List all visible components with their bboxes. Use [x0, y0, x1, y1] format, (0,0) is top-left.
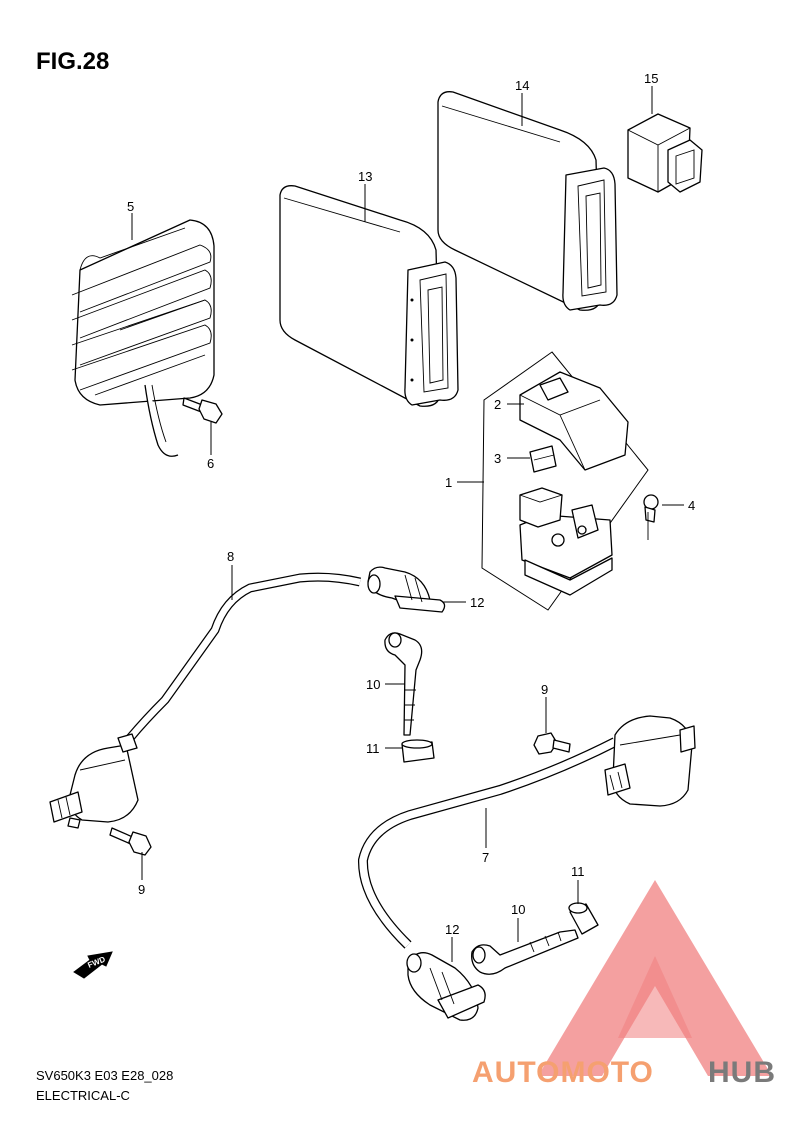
callout-5: 5 [127, 199, 134, 214]
spring-part-10-bottom [471, 929, 579, 975]
figure-title: FIG.28 [36, 48, 110, 75]
starter-relay-body [519, 487, 613, 596]
bolt-part-9-left [109, 827, 152, 856]
leader-lines [131, 86, 684, 962]
callout-10-bottom: 10 [511, 902, 525, 917]
spring-part-10-top [384, 632, 423, 736]
callout-1: 1 [445, 475, 452, 490]
ignition-coil-right [357, 715, 696, 949]
plug-cap-top [367, 566, 446, 613]
screw-part-4 [643, 494, 659, 540]
control-module [437, 91, 618, 311]
callout-4: 4 [688, 498, 695, 513]
callout-14: 14 [515, 78, 529, 93]
seal-part-11-top [401, 739, 435, 763]
starter-relay-cover [519, 371, 629, 471]
fuse-part-3 [529, 445, 557, 473]
relay-part-15 [627, 113, 703, 193]
callout-7: 7 [482, 850, 489, 865]
callout-12-bottom: 12 [445, 922, 459, 937]
callout-12-top: 12 [470, 595, 484, 610]
ecm-unit [279, 185, 459, 407]
fwd-direction-arrow: FWD [73, 951, 113, 979]
watermark-inner-triangle-icon [618, 956, 692, 1038]
footer-section-name: ELECTRICAL-C [36, 1088, 130, 1103]
callout-15: 15 [644, 71, 658, 86]
ignition-coil-left [49, 572, 362, 829]
callout-numbers: 5 6 13 14 15 2 3 1 4 8 12 10 11 9 7 9 10… [127, 71, 695, 937]
bolt-part-9-right [533, 732, 571, 755]
part-group-frame [481, 351, 649, 611]
seal-part-11-bottom [568, 902, 599, 935]
callout-11-bottom: 11 [571, 864, 585, 879]
bolt-part-6 [182, 397, 223, 424]
callout-8: 8 [227, 549, 234, 564]
footer-diagram-code: SV650K3 E03 E28_028 [36, 1068, 174, 1083]
callout-9-right: 9 [541, 682, 548, 697]
regulator-rectifier [71, 219, 215, 457]
watermark-text-hub: HUB [708, 1056, 776, 1089]
watermark-text-automoto: AUTOMOTO [472, 1056, 654, 1089]
callout-10-top: 10 [366, 677, 380, 692]
callout-13: 13 [358, 169, 372, 184]
callout-2: 2 [494, 397, 501, 412]
callout-6: 6 [207, 456, 214, 471]
plug-cap-bottom [406, 952, 486, 1021]
callout-9-left: 9 [138, 882, 145, 897]
callout-11-top: 11 [366, 741, 380, 756]
watermark-logo: AUTOMOTO HUB [472, 880, 776, 1089]
callout-3: 3 [494, 451, 501, 466]
